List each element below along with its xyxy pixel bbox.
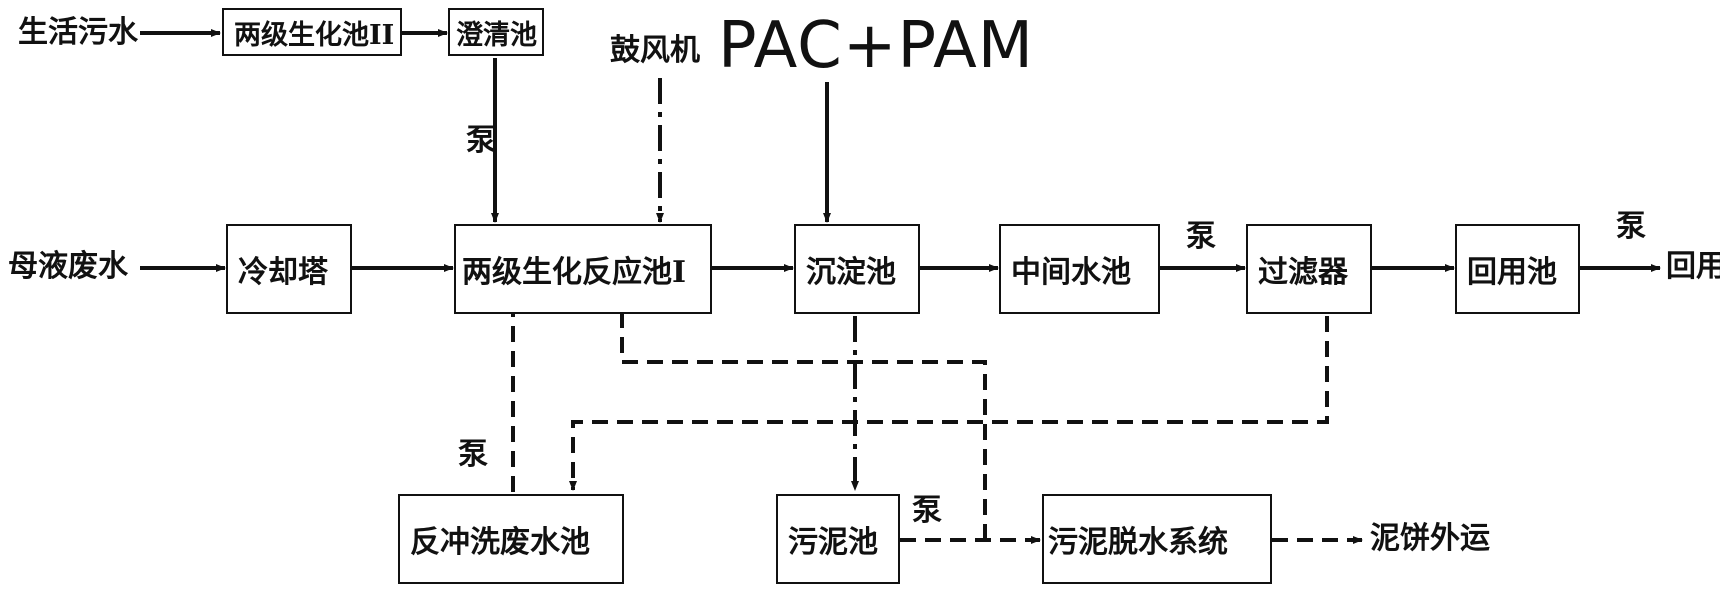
chemicals-label: PAC+PAM bbox=[718, 9, 1034, 83]
pump-label-sludge: 泵 bbox=[912, 493, 942, 528]
mother-liquor-label: 母液废水 bbox=[8, 249, 128, 284]
box-biochem-reactor-1: 两级生化反应池Ⅰ bbox=[454, 224, 712, 314]
box-biochem-tank-2: 两级生化池ⅠⅠ bbox=[222, 8, 402, 56]
box-sedimentation-tank: 沉淀池 bbox=[794, 224, 920, 314]
box-filter: 过滤器 bbox=[1246, 224, 1372, 314]
pump-label-reuse: 泵 bbox=[1616, 209, 1646, 244]
arrow-filter-to-backwash bbox=[569, 316, 1329, 491]
pump-label-intermediate: 泵 bbox=[1186, 219, 1216, 254]
box-sludge-dewatering: 污泥脱水系统 bbox=[1042, 494, 1272, 584]
blower-label: 鼓风机 bbox=[610, 33, 700, 68]
box-cooling-tower: 冷却塔 bbox=[226, 224, 352, 314]
box-backwash-tank: 反冲洗废水池 bbox=[398, 494, 624, 584]
reuse-output-label: 回用 bbox=[1666, 249, 1720, 284]
box-reuse-tank: 回用池 bbox=[1455, 224, 1580, 314]
sludge-cake-label: 泥饼外运 bbox=[1370, 521, 1490, 556]
arrow-dewatering-return-to-reactor bbox=[618, 291, 987, 540]
box-sludge-tank: 污泥池 bbox=[776, 494, 900, 584]
domestic-sewage-label: 生活污水 bbox=[18, 15, 138, 50]
box-intermediate-tank: 中间水池 bbox=[999, 224, 1160, 314]
box-clarifier: 澄清池 bbox=[448, 8, 544, 56]
pump-label-backwash: 泵 bbox=[458, 437, 488, 472]
pump-label-clarifier: 泵 bbox=[466, 123, 496, 158]
